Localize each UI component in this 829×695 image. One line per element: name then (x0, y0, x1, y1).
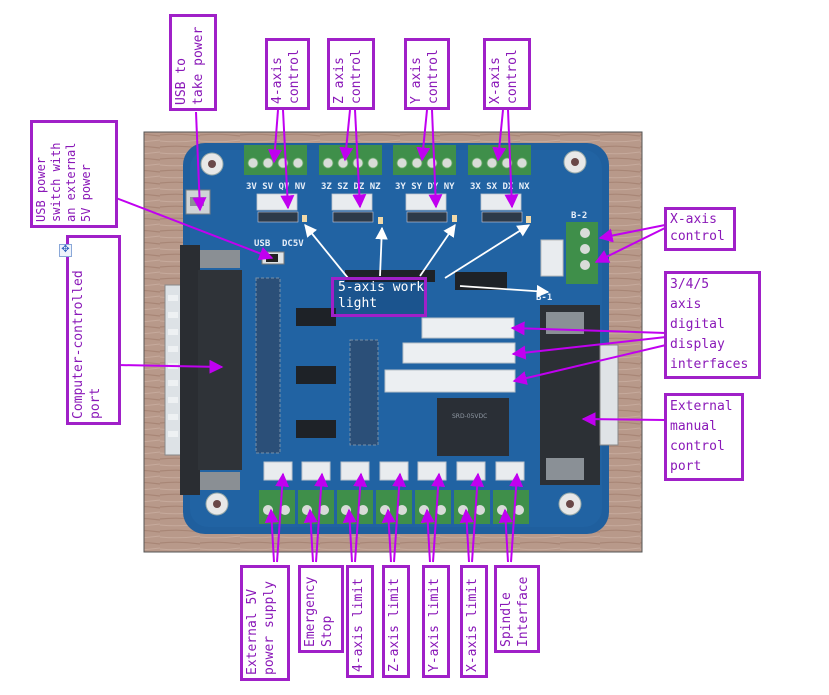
label-usb-power-switch: USB power switch with an external 5V pow… (30, 120, 118, 228)
work-light-arrows (304, 223, 550, 298)
label-x-axis-control-right: X-axis control (664, 207, 736, 251)
silk-dc5v: DC5V (282, 239, 304, 249)
svg-text:SRD-05VDC: SRD-05VDC (452, 413, 487, 420)
silk-header-z: 3Z SZ DZ NZ (321, 182, 381, 192)
label-5-axis-work-light: 5-axis work light (331, 277, 427, 317)
label-digital-display-interfaces: 3/4/5 axis digital display interfaces (664, 271, 761, 379)
axis-leds (302, 215, 531, 224)
silk-header-x: 3X SX DX NX (470, 182, 530, 192)
silk-header-y: 3Y SY DY NY (395, 182, 455, 192)
label-4-axis-limit: 4-axis limit (346, 565, 374, 678)
silk-b2: B-2 (571, 211, 587, 221)
label-x-axis-control-top: X-axis control (483, 38, 531, 110)
label-z-axis-limit: Z-axis limit (382, 565, 410, 678)
label-external-5v-power-supply: External 5V power supply (240, 565, 290, 681)
bottom-header-sockets (263, 461, 525, 481)
callout-arrows (115, 109, 667, 563)
label-external-manual-control-port: External manual control port (664, 393, 744, 481)
label-computer-controlled-port: Computer-controlled port (66, 235, 121, 425)
silk-usb: USB (254, 239, 271, 249)
label-usb-to-take-power: USB to take power (169, 14, 217, 111)
silk-b1: B-1 (536, 293, 552, 303)
move-handle-icon[interactable]: ✥ (59, 244, 72, 257)
label-spindle-interface: Spindle Interface (494, 565, 540, 653)
bottom-terminal-blocks (259, 490, 529, 524)
label-z-axis-control: Z axis control (327, 38, 375, 110)
silk-header-4: 3V SV QV NV (246, 182, 306, 192)
label-4-axis-control: 4-axis control (265, 38, 310, 110)
label-x-axis-limit: X-axis limit (460, 565, 488, 678)
label-y-axis-limit: Y-axis limit (422, 565, 450, 678)
display-headers (384, 317, 516, 393)
label-emergency-stop: Emergency Stop (298, 565, 344, 653)
relay (437, 398, 509, 456)
label-y-axis-control: Y axis control (404, 38, 450, 110)
